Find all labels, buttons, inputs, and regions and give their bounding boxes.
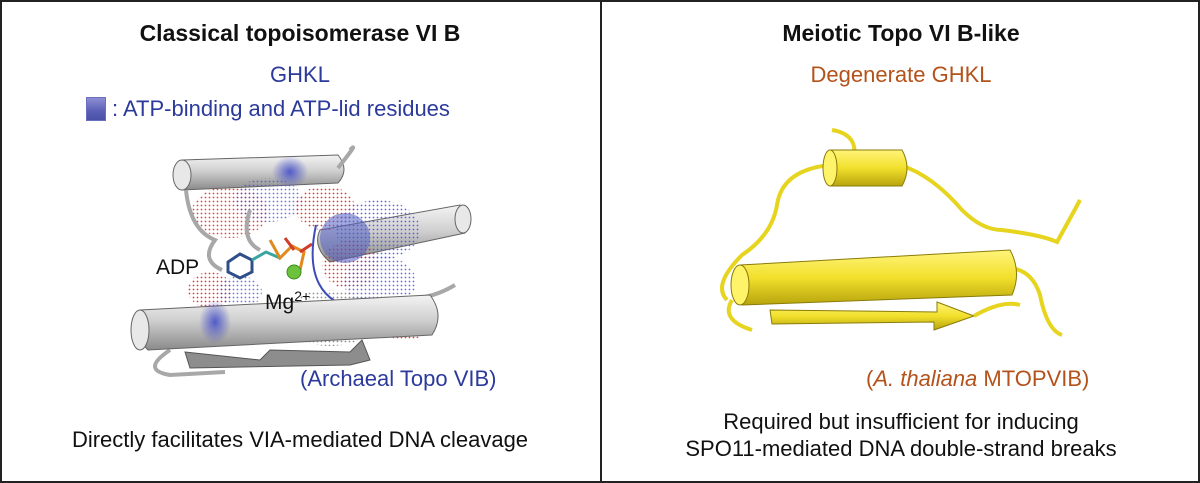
left-panel: Classical topoisomerase VI B GHKL : ATP-… — [71, 20, 529, 452]
right-species-label: (A. thaliana MTOPVIB) — [866, 366, 1090, 391]
loops — [153, 145, 457, 378]
legend: : ATP-binding and ATP-lid residues — [86, 96, 450, 122]
legend-swatch — [86, 97, 106, 121]
right-panel-title: Meiotic Topo VI B-like — [782, 20, 1020, 46]
long-helix — [730, 249, 1017, 306]
mg-ion — [286, 264, 302, 280]
adp-label: ADP — [156, 256, 200, 279]
left-panel-subtitle: GHKL — [270, 62, 330, 87]
small-helix — [822, 149, 908, 187]
legend-text: : ATP-binding and ATP-lid residues — [112, 96, 450, 121]
right-panel: Meiotic Topo VI B-like Degenerate GHKL — [602, 0, 1200, 483]
right-caption: Required but insufficient for inducing S… — [685, 409, 1117, 461]
panel-divider — [600, 0, 602, 483]
yellow-loops — [720, 128, 1082, 337]
beta-strand — [769, 301, 1021, 331]
mg-label: Mg2+ — [265, 288, 311, 314]
mtopvib-structure — [720, 128, 1082, 337]
right-panel-subtitle: Degenerate GHKL — [810, 62, 992, 87]
adp-ligand — [226, 237, 313, 280]
left-panel-title: Classical topoisomerase VI B — [139, 20, 461, 46]
archaeal-topo-vib-structure — [130, 145, 472, 378]
left-species-label: (Archaeal Topo VIB) — [300, 366, 497, 391]
bottom-helix — [130, 294, 439, 369]
left-caption: Directly facilitates VIA-mediated DNA cl… — [71, 427, 529, 452]
